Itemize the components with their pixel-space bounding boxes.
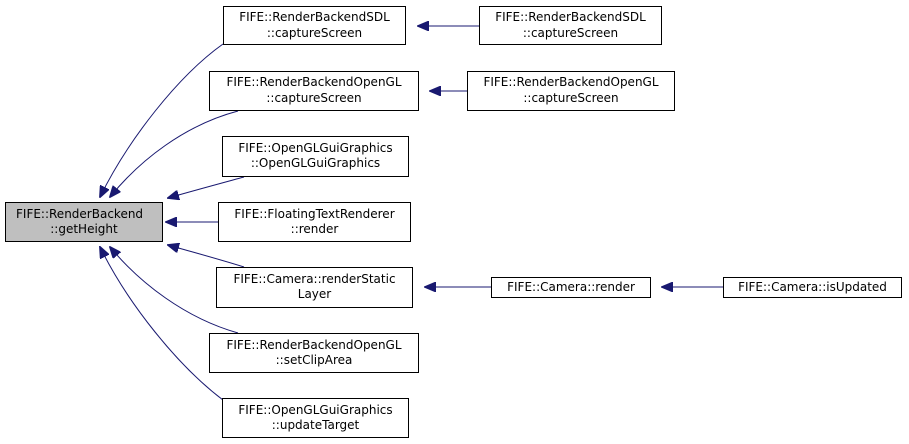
node-render-backend-opengl-capture-screen[interactable]: FIFE::RenderBackendOpenGL ::captureScree… — [209, 71, 419, 111]
node-render-backend-opengl-set-clip-area[interactable]: FIFE::RenderBackendOpenGL ::setClipArea — [209, 333, 419, 373]
edge-update-target-to-get-height — [100, 247, 224, 401]
node-camera-render-static-layer[interactable]: FIFE::Camera::renderStatic Layer — [216, 267, 413, 308]
node-render-backend-sdl-capture-screen[interactable]: FIFE::RenderBackendSDL ::captureScreen — [223, 6, 406, 45]
node-floating-text-renderer-render[interactable]: FIFE::FloatingTextRenderer ::render — [218, 202, 411, 242]
node-line-2: ::captureScreen — [267, 26, 362, 40]
edge-opengl-capture-to-get-height — [110, 110, 239, 197]
node-line-1: FIFE::Camera::render — [507, 280, 635, 294]
node-line-1: FIFE::FloatingTextRenderer — [234, 207, 394, 221]
node-opengl-gui-graphics-update-target[interactable]: FIFE::OpenGLGuiGraphics ::updateTarget — [222, 398, 409, 438]
node-line-2: ::captureScreen — [523, 26, 618, 40]
edges — [100, 26, 723, 401]
node-line-1: FIFE::RenderBackendOpenGL — [226, 75, 401, 89]
node-line-2: Layer — [298, 287, 332, 301]
node-camera-render[interactable]: FIFE::Camera::render — [491, 277, 651, 298]
node-line-2: ::getHeight — [50, 222, 118, 236]
node-render-backend-opengl-capture-screen-caller[interactable]: FIFE::RenderBackendOpenGL ::captureScree… — [467, 71, 675, 111]
node-camera-is-updated[interactable]: FIFE::Camera::isUpdated — [723, 277, 902, 298]
edge-set-clip-area-to-get-height — [110, 247, 239, 334]
node-line-1: FIFE::RenderBackend — [16, 207, 143, 221]
node-line-2: ::captureScreen — [266, 91, 361, 105]
edge-render-static-layer-to-get-height — [168, 245, 245, 268]
edge-sdl-capture-to-get-height — [100, 43, 224, 197]
node-line-2: ::captureScreen — [523, 91, 618, 105]
node-line-1: FIFE::Camera::renderStatic — [233, 272, 395, 286]
node-line-2: ::render — [291, 222, 339, 236]
node-line-1: FIFE::RenderBackendOpenGL — [226, 338, 401, 352]
node-line-1: FIFE::Camera::isUpdated — [738, 280, 887, 294]
node-render-backend-sdl-capture-screen-caller[interactable]: FIFE::RenderBackendSDL ::captureScreen — [479, 6, 662, 45]
node-line-1: FIFE::RenderBackendSDL — [495, 10, 646, 24]
node-line-1: FIFE::RenderBackendSDL — [239, 10, 390, 24]
node-line-2: ::OpenGLGuiGraphics — [251, 156, 380, 170]
node-line-2: ::setClipArea — [276, 353, 353, 367]
node-line-1: FIFE::OpenGLGuiGraphics — [238, 403, 392, 417]
node-line-1: FIFE::OpenGLGuiGraphics — [238, 141, 392, 155]
node-opengl-gui-graphics-constructor[interactable]: FIFE::OpenGLGuiGraphics ::OpenGLGuiGraph… — [222, 136, 409, 177]
node-render-backend-get-height[interactable]: FIFE::RenderBackend ::getHeight — [5, 202, 163, 242]
node-line-2: ::updateTarget — [272, 418, 360, 432]
node-line-1: FIFE::RenderBackendOpenGL — [483, 75, 658, 89]
edge-gui-graphics-ctor-to-get-height — [168, 176, 245, 198]
